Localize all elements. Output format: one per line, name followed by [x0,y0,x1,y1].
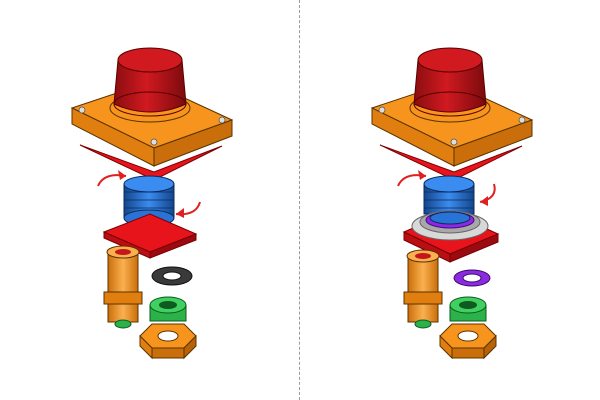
lens-cap [109,47,191,123]
screw-icon [378,106,386,114]
panel-left [70,47,234,360]
assembly-left [70,47,234,360]
hex-nut [139,323,197,360]
threaded-nut [423,175,475,215]
terminal-body [403,249,443,329]
silver-seal-ring [411,210,489,241]
lens-cap [409,47,491,123]
panel-right [300,0,600,400]
screw-icon [150,138,158,146]
washer [453,269,491,287]
gasket-top [79,144,223,181]
gasket-top [379,144,523,181]
screw-icon [518,116,526,124]
green-ring [149,296,187,322]
assembly-right [370,47,534,360]
arrow-head [176,208,184,218]
panel-divider [299,0,300,400]
arrow-head [418,170,426,180]
screw-icon [218,116,226,124]
hex-nut [439,323,497,360]
green-ring [449,296,487,322]
washer [151,266,193,286]
terminal-body [103,245,143,329]
screw-icon [78,106,86,114]
screw-icon [450,138,458,146]
arrow-head [118,170,126,180]
arrow-head [480,196,488,206]
